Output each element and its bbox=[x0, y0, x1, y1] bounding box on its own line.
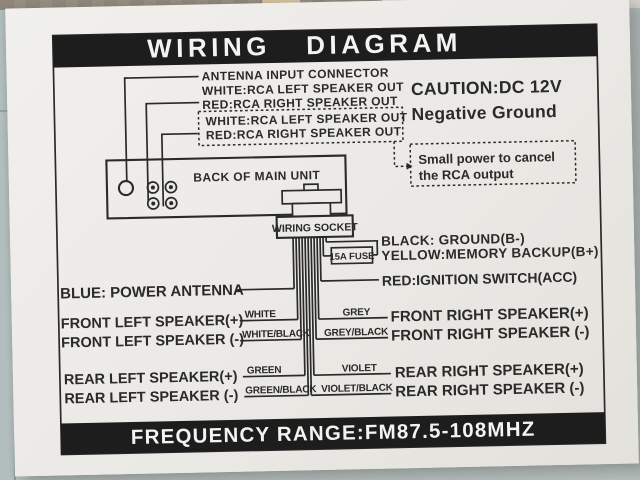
fuse-label: 15A FUSE bbox=[329, 251, 374, 263]
wire-grey-label: GREY bbox=[343, 307, 371, 319]
green-wire-line bbox=[242, 374, 305, 378]
main-unit-label: BACK OF MAIN UNIT bbox=[193, 168, 320, 185]
socket-body bbox=[281, 188, 343, 205]
grey-wire-line bbox=[318, 316, 388, 320]
wire-grey-black-label: GREY/BLACK bbox=[324, 327, 389, 339]
rear-right-neg-label: REAR RIGHT SPEAKER (-) bbox=[395, 380, 584, 401]
rca-note-line1: Small power to cancel bbox=[418, 149, 555, 167]
white-black-wire-line bbox=[240, 338, 302, 342]
rca-red-dotted-label: RED:RCA RIGHT SPEAKER OUT bbox=[206, 124, 402, 142]
frequency-bar bbox=[60, 412, 606, 455]
wire-white-label: WHITE bbox=[245, 309, 277, 321]
red-ignition-label: RED:IGNITION SWITCH(ACC) bbox=[382, 269, 577, 289]
front-right-neg-label: FRONT RIGHT SPEAKER (-) bbox=[391, 323, 590, 344]
front-left-neg-label: FRONT LEFT SPEAKER (-) bbox=[61, 332, 244, 352]
rca-jacks-icon bbox=[146, 180, 178, 210]
grey-black-wire-line bbox=[316, 336, 389, 340]
rca-red-label: RED:RCA RIGHT SPEAKER OUT bbox=[202, 94, 398, 112]
arrow-head-icon bbox=[406, 162, 413, 170]
main-unit-box bbox=[105, 154, 348, 220]
rca-note-line2: the RCA output bbox=[419, 166, 515, 183]
wire-bundle bbox=[292, 236, 327, 396]
wire-green-label: GREEN bbox=[247, 365, 282, 377]
wiring-socket-box bbox=[275, 214, 355, 240]
rear-right-pos-label: REAR RIGHT SPEAKER(+) bbox=[395, 361, 584, 382]
wire-white-black-label: WHITE/BLACK bbox=[242, 328, 311, 340]
rear-left-neg-label: REAR LEFT SPEAKER (-) bbox=[64, 388, 238, 408]
caution-line1: CAUTION:DC 12V bbox=[411, 76, 562, 99]
yellow-memory-label: YELLOW:MEMORY BACKUP(B+) bbox=[381, 244, 599, 264]
front-left-pos-label: FRONT LEFT SPEAKER(+) bbox=[61, 313, 244, 333]
green-black-wire-line bbox=[244, 394, 309, 398]
violet-black-wire-line bbox=[311, 392, 392, 397]
socket-stem bbox=[291, 201, 332, 218]
blue-antenna-label: BLUE: POWER ANTENNA bbox=[60, 282, 244, 303]
antenna-jack-icon bbox=[117, 180, 135, 197]
white-wire-line bbox=[239, 318, 298, 322]
title-word-wiring: WIRING bbox=[147, 31, 271, 64]
title-word-diagram: DIAGRAM bbox=[306, 27, 462, 60]
rear-left-pos-label: REAR LEFT SPEAKER(+) bbox=[64, 369, 238, 389]
title-bar bbox=[52, 24, 598, 68]
wiring-socket-label: WIRING SOCKET bbox=[272, 221, 359, 235]
caution-line2: Negative Ground bbox=[411, 101, 557, 124]
violet-wire-line bbox=[313, 372, 391, 377]
blue-wire-line bbox=[237, 287, 295, 291]
black-wire-line bbox=[326, 239, 379, 243]
front-right-pos-label: FRONT RIGHT SPEAKER(+) bbox=[391, 304, 589, 325]
rca-solid-leader-line bbox=[145, 101, 200, 202]
antenna-leader-line bbox=[123, 75, 199, 182]
antenna-input-label: ANTENNA INPUT CONNECTOR bbox=[201, 66, 388, 84]
black-ground-label: BLACK: GROUND(B-) bbox=[381, 231, 525, 249]
rca-white-dotted-label: WHITE:RCA LEFT SPEAKER OUT bbox=[205, 110, 407, 128]
rca-white-label: WHITE:RCA LEFT SPEAKER OUT bbox=[202, 80, 404, 98]
rca-note-dotted-connector bbox=[393, 141, 407, 168]
wire-violet-black-label: VIOLET/BLACK bbox=[321, 383, 394, 396]
wire-violet-label: VIOLET bbox=[342, 363, 377, 375]
rca-dotted-leader-line bbox=[160, 132, 198, 207]
rca-dotted-box bbox=[197, 106, 404, 147]
wire-green-black-label: GREEN/BLACK bbox=[245, 384, 317, 397]
wiring-diagram-sticker: WIRING DIAGRAM FREQUENCY RANGE:FM87.5-10… bbox=[5, 0, 639, 477]
red-wire-line bbox=[320, 278, 379, 282]
